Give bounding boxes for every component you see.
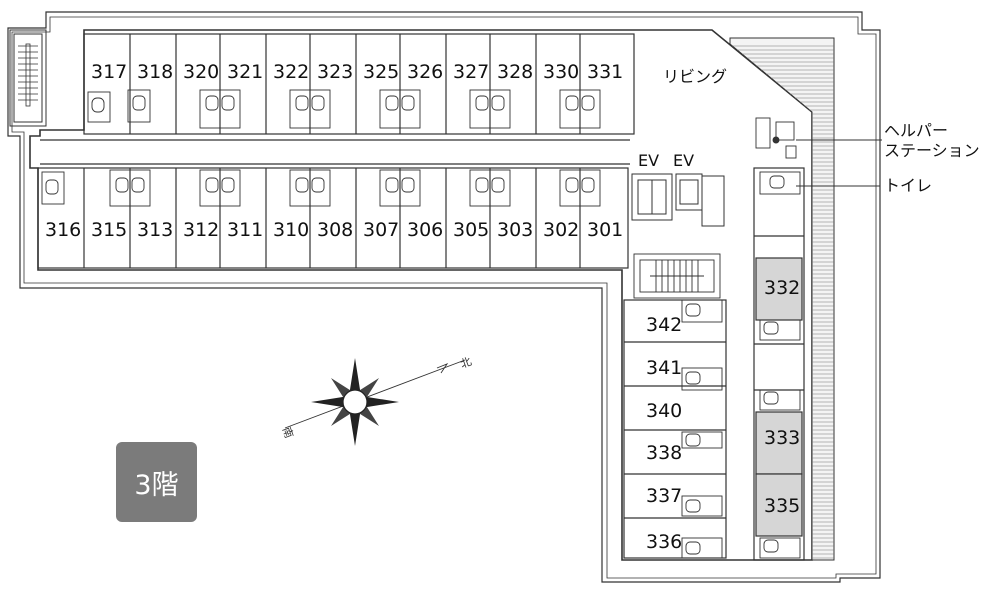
pointer-lines [796,139,882,187]
room-label-310: 310 [273,219,309,241]
ev-label-2: EV [673,151,694,170]
room-label-325: 325 [363,61,399,83]
room-label-331: 331 [587,61,623,83]
wing-right-rooms [753,167,805,561]
room-label-306: 306 [407,219,443,241]
room-label-338: 338 [646,442,682,464]
compass-icon [284,358,466,446]
room-label-332: 332 [764,277,800,299]
bottom-row-bathrooms [41,169,601,207]
room-label-301: 301 [587,219,623,241]
top-row-bathrooms [87,89,601,129]
ev-label-1: EV [638,151,659,170]
room-label-328: 328 [497,61,533,83]
room-label-336: 336 [646,531,682,553]
room-labels: 317 318 320 321 322 323 325 326 327 328 330 331 316 3… [45,61,800,553]
room-label-341: 341 [646,357,682,379]
room-label-337: 337 [646,485,682,507]
room-label-305: 305 [453,219,489,241]
room-label-313: 313 [137,219,173,241]
room-label-303: 303 [497,219,533,241]
room-label-320: 320 [183,61,219,83]
south-label: 南 [280,425,296,440]
wing-left-rooms [623,299,727,559]
bottom-row-walls [83,168,581,268]
room-label-340: 340 [646,400,682,422]
helper-station-label-line2: ステーション [884,141,980,160]
room-label-321: 321 [227,61,263,83]
room-label-316: 316 [45,219,81,241]
room-label-326: 326 [407,61,443,83]
room-label-318: 318 [137,61,173,83]
room-label-308: 308 [317,219,353,241]
wing-left-bathrooms [681,299,723,559]
room-label-335: 335 [764,495,800,517]
living-label: リビング [663,67,727,86]
staircase-middle [633,253,721,299]
room-label-315: 315 [91,219,127,241]
room-label-317: 317 [91,61,127,83]
north-label: 北 [459,355,474,371]
room-label-323: 323 [317,61,353,83]
helper-station-label-line1: ヘルパー [884,121,948,140]
room-label-327: 327 [453,61,489,83]
room-label-322: 322 [273,61,309,83]
top-row-walls [129,34,581,134]
room-label-311: 311 [227,219,263,241]
room-label-307: 307 [363,219,399,241]
room-label-342: 342 [646,314,682,336]
room-label-330: 330 [543,61,579,83]
floor-badge: 3階 [116,442,197,522]
room-label-302: 302 [543,219,579,241]
helper-station-fixtures [755,117,797,159]
toilet-label: トイレ [884,176,932,195]
staircase-top-left [9,29,47,127]
room-label-333: 333 [764,427,800,449]
building-outline [7,11,881,583]
elevators [631,173,725,227]
room-label-312: 312 [183,219,219,241]
